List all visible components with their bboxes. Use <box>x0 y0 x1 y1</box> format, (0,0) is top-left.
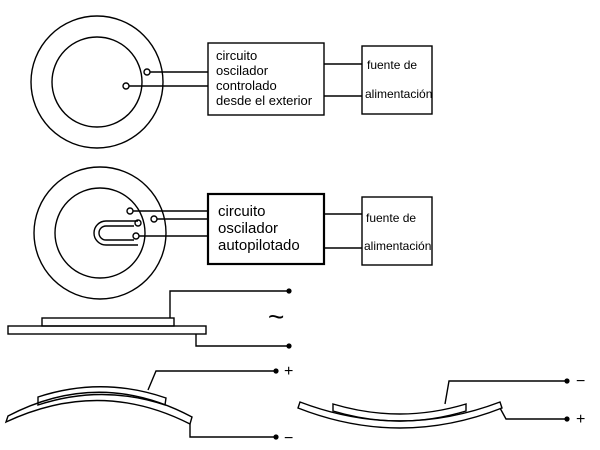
bent-up-substrate <box>297 401 503 429</box>
middle-oscillator-line-2: oscilador <box>218 220 278 237</box>
bent-down-top-lead <box>147 370 276 391</box>
middle-assembly: circuito oscilador autopilotado fuente d… <box>33 166 433 300</box>
top-oscillator-line-2: oscilador <box>216 63 269 78</box>
bent-up-disc: − + <box>297 373 585 429</box>
top-contact-edge <box>143 68 151 76</box>
bent-up-piezo-layer <box>332 403 467 422</box>
top-power-line-1: fuente de <box>367 58 417 72</box>
bent-up-top-terminal <box>564 378 570 384</box>
middle-power-box <box>361 196 433 266</box>
middle-oscillator-line-1: circuito <box>218 203 266 220</box>
top-disc-outer-ring <box>30 15 164 149</box>
flat-disc-top-terminal <box>286 288 292 294</box>
flat-disc-substrate <box>7 325 207 335</box>
flat-disc: ~ <box>7 288 292 349</box>
top-disc-inner-ring <box>51 36 143 128</box>
flat-disc-top-lead <box>169 290 288 318</box>
middle-oscillator-line-3: autopilotado <box>218 237 300 254</box>
flat-disc-ac-symbol: ~ <box>268 301 284 332</box>
flat-disc-bottom-lead <box>195 334 288 347</box>
middle-contact-2 <box>134 219 142 227</box>
flat-disc-bottom-terminal <box>286 343 292 349</box>
top-power-box <box>361 45 433 115</box>
middle-contact-1 <box>126 207 134 215</box>
bent-down-bottom-lead <box>189 424 276 438</box>
middle-contact-3 <box>132 232 140 240</box>
top-oscillator-line-1: circuito <box>216 48 257 63</box>
bent-up-bottom-lead <box>499 407 567 420</box>
top-power-line-2: alimentación <box>365 87 432 101</box>
bent-down-disc: + − <box>4 363 293 447</box>
middle-power-line-2: alimentación <box>364 239 431 253</box>
bent-down-bottom-terminal <box>273 434 279 440</box>
middle-power-line-1: fuente de <box>366 211 416 225</box>
middle-disc-outer-ring <box>33 166 167 300</box>
bent-down-piezo-layer <box>37 386 167 406</box>
top-contact-center <box>122 82 130 90</box>
middle-contact-edge <box>150 215 158 223</box>
flat-disc-piezo-layer <box>41 317 175 327</box>
middle-feedback-electrode <box>93 220 138 246</box>
top-oscillator-line-3: controlado <box>216 78 277 93</box>
bent-up-top-lead <box>444 380 567 405</box>
bent-down-top-terminal <box>273 368 279 374</box>
bent-up-top-sign: − <box>576 373 585 390</box>
top-oscillator-line-4: desde el exterior <box>216 93 313 108</box>
bent-down-top-sign: + <box>284 363 293 380</box>
top-oscillator-box <box>207 42 325 116</box>
bent-up-bottom-terminal <box>564 416 570 422</box>
bent-up-bottom-sign: + <box>576 411 585 428</box>
middle-disc-inner-ring <box>54 187 146 279</box>
top-assembly: circuito oscilador controlado desde el e… <box>30 15 433 149</box>
middle-oscillator-box <box>206 192 326 266</box>
bent-down-bottom-sign: − <box>284 430 293 447</box>
middle-feedback-electrode-inner <box>98 225 134 241</box>
